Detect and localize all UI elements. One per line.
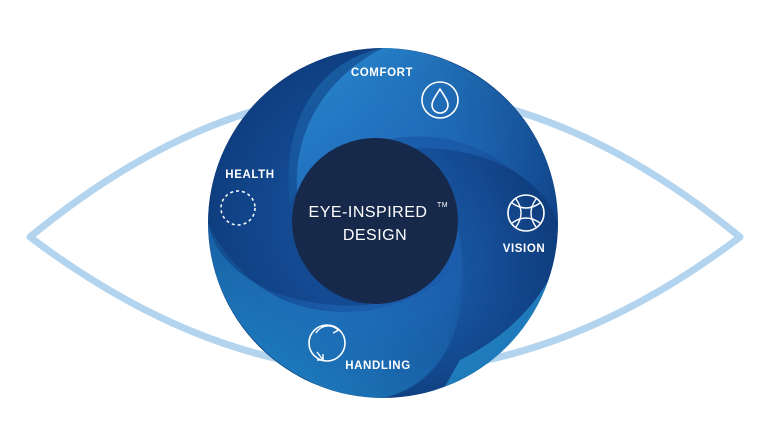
segment-label-health: HEALTH bbox=[225, 169, 274, 181]
swirl-segment-bottom bbox=[208, 223, 464, 398]
center-title-line2: DESIGN bbox=[343, 227, 407, 244]
segment-label-vision: VISION bbox=[503, 243, 546, 255]
rotate-arrows-icon bbox=[308, 324, 346, 362]
dashed-circle-icon bbox=[220, 190, 256, 226]
pupil bbox=[292, 138, 458, 304]
center-title-line1: EYE-INSPIRED bbox=[309, 204, 428, 221]
swirl-segment-top bbox=[288, 48, 558, 223]
water-drop-icon bbox=[421, 81, 459, 119]
lens-grid-icon bbox=[507, 194, 545, 232]
swirl-segment-left bbox=[208, 48, 383, 306]
segment-label-comfort: COMFORT bbox=[351, 67, 413, 79]
center-title-trademark: TM bbox=[437, 202, 448, 209]
segment-label-handling: HANDLING bbox=[345, 360, 411, 372]
